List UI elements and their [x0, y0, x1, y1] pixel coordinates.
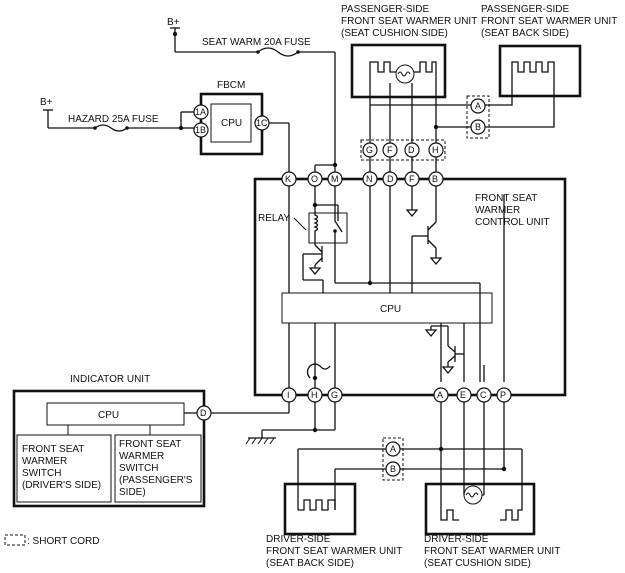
pass-back-label-2: FRONT SEAT WARMER UNIT: [481, 16, 617, 27]
control-cpu-box: [281, 292, 493, 324]
pass-switch-label-3: SWITCH: [119, 463, 158, 474]
control-cpu-label: CPU: [380, 304, 401, 315]
pass-back-label-3: (SEAT BACK SIDE): [481, 28, 569, 39]
ctrl-pin-i: I: [287, 390, 290, 400]
indicator-cpu-box: [46, 402, 185, 426]
pass-switch-label-5: SIDE): [119, 487, 146, 498]
indicator-cpu-label: CPU: [98, 410, 119, 421]
ground-arrow-icon: [424, 329, 438, 338]
drv-cushion-label-2: FRONT SEAT WARMER UNIT: [424, 546, 560, 557]
relay-coil-icon: [313, 207, 319, 245]
short-cord-legend-label: : SHORT CORD: [27, 536, 99, 547]
b-plus-left-label: B+: [40, 97, 53, 108]
pass-conn-pin-h: H: [432, 145, 439, 155]
ctrl-pin-p: P: [500, 390, 506, 400]
pass-conn-pin-f: F: [387, 145, 393, 155]
ctrl-pin-o: O: [311, 174, 318, 184]
ctrl-pin-k: K: [285, 174, 291, 184]
pass-cushion-heater-icon: [369, 61, 437, 127]
relay-box: [308, 212, 348, 244]
ground-arrow-icon: [308, 267, 322, 276]
indicator-unit-box: [12, 389, 206, 508]
ctrl-pin-n: N: [366, 174, 373, 184]
drv-back-label-2: FRONT SEAT WARMER UNIT: [266, 546, 402, 557]
pass-cushion-thermistor-icon: [395, 64, 415, 84]
drv-short-pin-b: B: [390, 464, 396, 474]
pass-switch-label-1: FRONT SEAT: [119, 439, 181, 450]
indicator-unit-label: INDICATOR UNIT: [70, 374, 150, 385]
fbcm-pin-1c: 1C: [256, 118, 268, 128]
driver-switch-label-1: FRONT SEAT: [22, 444, 84, 455]
seat-warm-fuse-label: SEAT WARM 20A FUSE: [202, 37, 311, 48]
pass-back-unit: [498, 44, 582, 98]
ctrl-pin-d: D: [387, 174, 394, 184]
pass-short-pin-a: A: [475, 101, 481, 111]
ctrl-pin-b: B: [432, 174, 438, 184]
control-unit-label-2: WARMER: [475, 205, 520, 216]
ground-arrow-icon: [441, 366, 455, 375]
relay-label: RELAY: [258, 213, 290, 224]
driver-switch-label-4: (DRIVER'S SIDE): [22, 480, 101, 491]
drv-back-label-3: (SEAT BACK SIDE): [266, 558, 354, 569]
drv-back-heater-icon: [298, 499, 336, 511]
drv-back-unit: [283, 482, 357, 536]
seat-warm-fuse-icon: [257, 47, 299, 57]
ctrl-pin-m: M: [331, 174, 339, 184]
hazard-fuse-label: HAZARD 25A FUSE: [68, 114, 159, 125]
relay-switch-icon: [334, 220, 343, 233]
pass-back-label-1: PASSENGER-SIDE: [481, 4, 569, 15]
drv-back-label-1: DRIVER-SIDE: [266, 534, 331, 545]
ctrl-pin-f: F: [409, 174, 415, 184]
pass-conn-pin-d: D: [408, 145, 415, 155]
drv-cushion-label-1: DRIVER-SIDE: [424, 534, 489, 545]
pass-back-heater-icon: [478, 61, 555, 128]
b-plus-top-label: B+: [167, 17, 180, 28]
drv-cushion-unit: [424, 482, 536, 536]
pass-cushion-label-1: PASSENGER-SIDE: [341, 4, 429, 15]
driver-switch-box[interactable]: [16, 434, 112, 503]
ctrl-pin-g: G: [331, 390, 338, 400]
pass-cushion-label-3: (SEAT CUSHION SIDE): [341, 28, 448, 39]
drv-short-pin-a: A: [390, 444, 396, 454]
pass-short-pin-b: B: [475, 122, 481, 132]
drv-cushion-heater-icon: [440, 488, 523, 521]
pass-cushion-unit: [350, 43, 447, 99]
short-cord-legend-swatch: [4, 534, 26, 546]
fbcm-pin-1a: 1A: [195, 107, 206, 117]
pass-conn-pin-g: G: [366, 145, 373, 155]
fbcm-pin-1b: 1B: [195, 125, 206, 135]
ctrl-pin-a: A: [437, 390, 443, 400]
drv-cushion-thermistor-icon: [463, 485, 483, 505]
pass-switch-label-2: WARMER: [119, 451, 164, 462]
drv-cushion-label-3: (SEAT CUSHION SIDE): [424, 558, 531, 569]
driver-switch-label-2: WARMER: [22, 456, 67, 467]
ctrl-pin-c: C: [480, 390, 487, 400]
hazard-fuse-icon: [94, 124, 128, 132]
driver-switch-label-3: SWITCH: [22, 468, 61, 479]
pass-switch-label-4: (PASSENGER'S: [119, 475, 193, 486]
passenger-switch-box[interactable]: [114, 434, 202, 503]
control-unit-label-1: FRONT SEAT: [475, 193, 537, 204]
ground-arrow-icon: [429, 257, 443, 266]
ctrl-pin-e: E: [460, 390, 466, 400]
control-unit-label-3: CONTROL UNIT: [475, 217, 550, 228]
fbcm-cpu-box: [210, 103, 252, 143]
ctrl-pin-h: H: [311, 390, 318, 400]
indicator-pin-d: D: [200, 408, 207, 418]
fbcm-cpu-label: CPU: [221, 118, 242, 129]
fbcm-label: FBCM: [217, 80, 245, 91]
ground-arrow-icon: [405, 209, 419, 218]
pass-cushion-label-2: FRONT SEAT WARMER UNIT: [341, 16, 477, 27]
